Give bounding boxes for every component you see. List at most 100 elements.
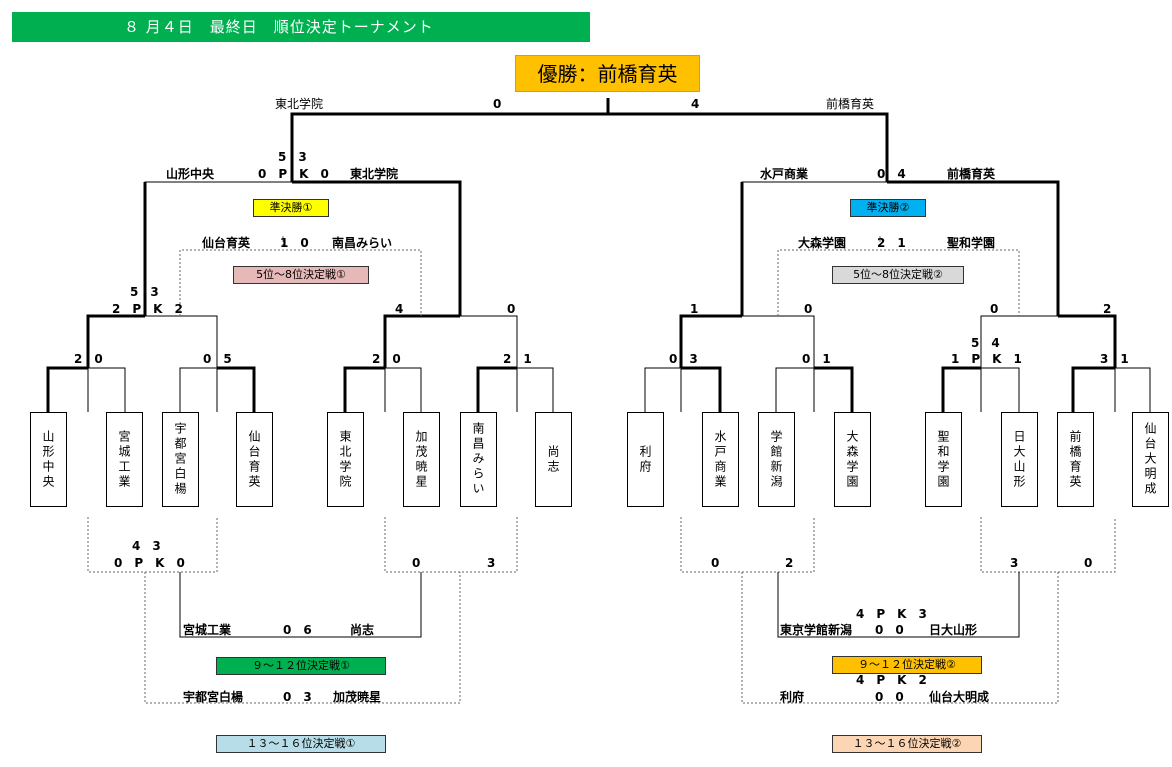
team-box: 日大山形 — [1001, 412, 1038, 507]
team-name: 東北学院 — [338, 429, 352, 490]
m13-2-left-team: 利府 — [780, 690, 805, 704]
team-name: 仙台大明成 — [1143, 422, 1157, 497]
r1-m7-score: 3 1 — [1100, 352, 1129, 366]
team-name: 尚志 — [546, 444, 560, 475]
qf-a-pk-line: 2 P K 2 — [112, 302, 183, 316]
final-left-team: 東北学院 — [275, 97, 324, 111]
semi1-right-team: 東北学院 — [350, 167, 399, 181]
team-box: 仙台育英 — [236, 412, 273, 507]
final-right-score: 4 — [691, 97, 700, 111]
semi2-left-team: 水戸商業 — [760, 167, 809, 181]
semi2-score: 0 4 — [877, 167, 906, 181]
team-box: 山形中央 — [30, 412, 67, 507]
m13-1-score: 0 3 — [283, 690, 312, 704]
team-name: 聖和学園 — [936, 429, 950, 490]
team-box: 利府 — [627, 412, 664, 507]
m13-1-left-team: 宇都宮白楊 — [183, 690, 244, 704]
m9-1-left-team: 宮城工業 — [183, 623, 232, 637]
team-name: 仙台育英 — [247, 429, 261, 490]
m9-1-label: ９～１２位決定戦① — [216, 657, 386, 675]
place5-2-label: 5位～8位決定戦② — [832, 266, 964, 284]
lower-left-score-a: 0 — [412, 556, 421, 570]
place5-2-score: 2 1 — [877, 236, 906, 250]
qf-a-pk-top: 5 3 — [130, 285, 159, 299]
m9-2-left-team: 東京学館新潟 — [780, 623, 853, 637]
qf-d-left-score: 0 — [990, 302, 999, 316]
qf-d-pk-top: 5 4 — [971, 336, 1000, 350]
r1-m6-score: 0 1 — [802, 352, 831, 366]
m9-2-score: 0 0 — [875, 623, 904, 637]
lower-right-score-a: 0 — [711, 556, 720, 570]
team-name: 加茂暁星 — [414, 429, 428, 490]
semi1-pk-line: 0 P K 0 — [258, 167, 329, 181]
r1-m3-score: 2 0 — [372, 352, 401, 366]
r1-m2-score: 0 5 — [203, 352, 232, 366]
team-box: 宮城工業 — [106, 412, 143, 507]
m13-1-label: １３～１６位決定戦① — [216, 735, 386, 753]
team-box: 東北学院 — [327, 412, 364, 507]
m13-1-right-team: 加茂暁星 — [333, 690, 382, 704]
team-box: 聖和学園 — [925, 412, 962, 507]
qf-c-left-score: 1 — [690, 302, 699, 316]
team-name: 宮城工業 — [117, 429, 131, 490]
semi2-label: 準決勝② — [850, 199, 926, 217]
page-header: ８ 月４日 最終日 順位決定トーナメント — [12, 12, 590, 42]
final-left-score: 0 — [493, 97, 502, 111]
team-name: 宇都宮白楊 — [173, 422, 187, 497]
place5-1-left-team: 仙台育英 — [202, 236, 251, 250]
qf-c-right-score: 0 — [804, 302, 813, 316]
lower-right-score-c: 3 — [1010, 556, 1019, 570]
m9-1-score: 0 6 — [283, 623, 312, 637]
team-box: 加茂暁星 — [403, 412, 440, 507]
lower-right-score-d: 0 — [1084, 556, 1093, 570]
place5-2-right-team: 聖和学園 — [947, 236, 996, 250]
qf-d-pk-line: 1 P K 1 — [951, 352, 1022, 366]
team-box: 尚志 — [535, 412, 572, 507]
team-box: 水戸商業 — [702, 412, 739, 507]
team-box: 前橋育英 — [1057, 412, 1094, 507]
place5-1-label: 5位～8位決定戦① — [233, 266, 369, 284]
m9-1-right-team: 尚志 — [350, 623, 375, 637]
semi1-pk-top: 5 3 — [278, 150, 307, 164]
m13-2-right-team: 仙台大明成 — [929, 690, 990, 704]
m13-2-pk: 4 P K 2 — [856, 673, 927, 687]
team-name: 南昌みらい — [471, 422, 485, 497]
m9-2-right-team: 日大山形 — [929, 623, 978, 637]
champion-banner: 優勝：前橋育英 — [515, 55, 700, 92]
qf-d-right-score: 2 — [1103, 302, 1112, 316]
final-right-team: 前橋育英 — [826, 97, 875, 111]
team-name: 日大山形 — [1012, 429, 1026, 490]
qf-b-right-score: 0 — [507, 302, 516, 316]
r1-m1-score: 2 0 — [74, 352, 103, 366]
r1-m5-score: 0 3 — [669, 352, 698, 366]
team-name: 水戸商業 — [713, 429, 727, 490]
team-box: 宇都宮白楊 — [162, 412, 199, 507]
team-name: 前橋育英 — [1068, 429, 1082, 490]
semi1-left-team: 山形中央 — [166, 167, 215, 181]
place5-1-right-team: 南昌みらい — [332, 236, 393, 250]
lower-right-score-b: 2 — [785, 556, 794, 570]
lower-left-pk-line: 0 P K 0 — [114, 556, 185, 570]
team-box: 大森学園 — [834, 412, 871, 507]
qf-b-left-score: 4 — [395, 302, 404, 316]
lower-left-score-b: 3 — [487, 556, 496, 570]
m9-2-pk: 4 P K 3 — [856, 607, 927, 621]
lower-left-pk-top: 4 3 — [132, 539, 161, 553]
team-name: 利府 — [638, 444, 652, 475]
m9-2-label: ９～１２位決定戦② — [832, 656, 982, 674]
team-box: 南昌みらい — [460, 412, 497, 507]
team-name: 大森学園 — [845, 429, 859, 490]
team-name: 山形中央 — [41, 429, 55, 490]
m13-2-label: １３～１６位決定戦② — [832, 735, 982, 753]
team-box: 学館新潟 — [758, 412, 795, 507]
place5-2-left-team: 大森学園 — [798, 236, 847, 250]
team-name: 学館新潟 — [769, 429, 783, 490]
m13-2-score: 0 0 — [875, 690, 904, 704]
place5-1-score: 1 0 — [280, 236, 309, 250]
semi1-label: 準決勝① — [253, 199, 329, 217]
team-box: 仙台大明成 — [1132, 412, 1169, 507]
semi2-right-team: 前橋育英 — [947, 167, 996, 181]
r1-m4-score: 2 1 — [503, 352, 532, 366]
